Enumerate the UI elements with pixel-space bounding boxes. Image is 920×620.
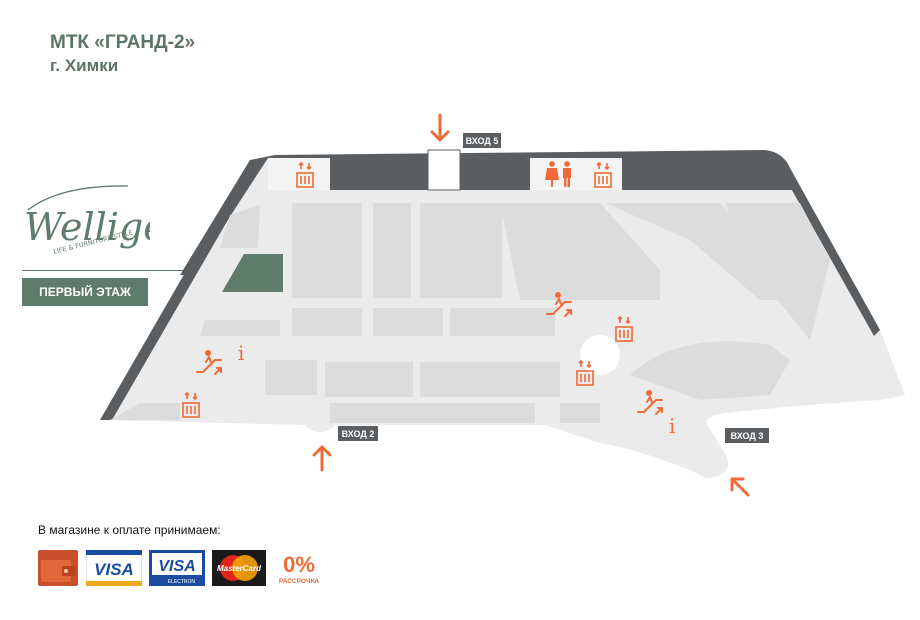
svg-text:Wellige: Wellige: [24, 205, 150, 249]
shop-block: [220, 205, 260, 248]
mall-top-wall: [180, 150, 800, 275]
shop-block: [420, 203, 502, 298]
central-atrium: [580, 335, 620, 375]
entrance-2-label: ВХОД 2: [338, 426, 378, 441]
shop-block: [725, 203, 830, 340]
installment-percent: 0%: [283, 552, 315, 577]
wellige-logo-icon: Wellige LIFE & FURNITURE STYLE: [24, 185, 150, 256]
floor-badge: ПЕРВЫЙ ЭТАЖ: [22, 278, 148, 306]
shop-block: [265, 360, 317, 395]
shop-block: [630, 341, 790, 400]
shop-blocks: [110, 203, 830, 423]
shop-block: [500, 203, 660, 300]
entrance-3-text: ВХОД 3: [731, 431, 764, 441]
entrance-5-gap: [427, 149, 461, 191]
svg-text:VISA: VISA: [158, 558, 195, 575]
wallet-icon: [38, 550, 78, 586]
payment-label: В магазине к оплате принимаем:: [38, 523, 221, 537]
city-subtitle: г. Химки: [50, 56, 119, 75]
entrance-arrow-icon: [430, 113, 450, 142]
entrance-3-label: ВХОД 3: [725, 428, 769, 443]
service-area-top: [530, 158, 622, 190]
visa-icon: VISA: [86, 550, 142, 586]
shop-block: [292, 308, 362, 336]
entrance-2-text: ВХОД 2: [342, 429, 375, 439]
shop-block: [560, 403, 600, 423]
shop-block: [450, 308, 555, 336]
toilet-icon: [545, 161, 571, 187]
mall-right-wall: [784, 168, 880, 336]
entrance-arrow-icon: [312, 445, 332, 472]
escalator-icon: [546, 292, 572, 317]
wellige-store-highlight: [222, 254, 283, 292]
info-icon: i: [669, 414, 675, 438]
shop-block: [200, 320, 280, 336]
svg-text:MasterCard: MasterCard: [217, 564, 262, 573]
mastercard-icon: MasterCard: [212, 550, 266, 586]
shop-block: [373, 308, 443, 336]
svg-text:ELECTRON: ELECTRON: [168, 579, 196, 585]
mall-title: МТК «ГРАНД-2»: [50, 32, 196, 53]
escalator-icon: [196, 350, 222, 375]
escalator-icon: [637, 390, 663, 415]
elevator-area-top-left: [268, 158, 330, 190]
entrance-arrow-icon: [730, 477, 750, 497]
installment-icon: 0% РАССРОЧКА: [279, 552, 320, 585]
svg-text:VISA: VISA: [94, 560, 134, 579]
shop-block: [292, 203, 362, 298]
entrance-5-text: ВХОД 5: [466, 136, 499, 146]
elevator-icon: [594, 161, 612, 188]
installment-text: РАССРОЧКА: [279, 578, 320, 585]
elevator-icon: [576, 359, 594, 386]
shop-block: [330, 403, 535, 423]
info-icon: i: [238, 341, 244, 365]
floor-divider: [22, 270, 232, 271]
shop-block: [373, 203, 411, 298]
shop-block: [420, 362, 560, 397]
elevator-icon: [296, 161, 314, 188]
elevator-icon: [615, 315, 633, 342]
entrance-5-label: ВХОД 5: [463, 133, 501, 148]
mall-left-wall: [100, 160, 258, 420]
visa-electron-icon: VISA ELECTRON: [149, 550, 205, 586]
shop-block: [325, 362, 413, 397]
shop-block: [110, 403, 180, 420]
shop-block: [605, 203, 800, 300]
elevator-icon: [182, 391, 200, 418]
